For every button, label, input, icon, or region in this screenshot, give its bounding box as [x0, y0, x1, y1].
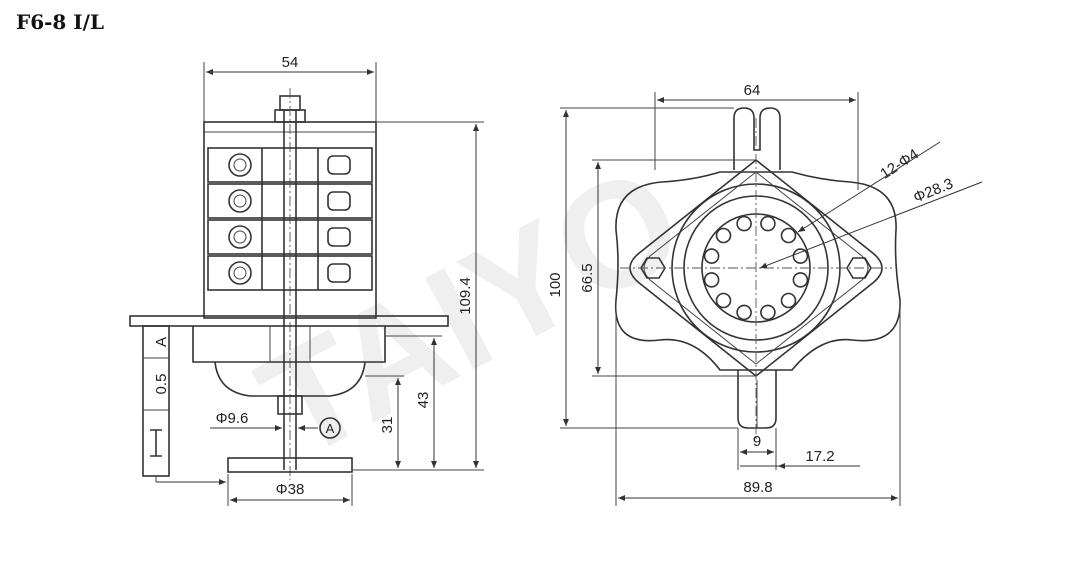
terminal-icon	[327, 155, 351, 175]
contact-hole-icon	[760, 304, 776, 321]
contact-hole-icon	[736, 215, 752, 232]
contact-hole-icon	[780, 292, 797, 309]
terminal-screw-icon	[228, 189, 252, 213]
outer-body	[614, 171, 901, 371]
contact-hole-icon	[715, 227, 732, 244]
dim-label-circle: Φ28.3	[911, 175, 956, 206]
lower-housing	[192, 326, 386, 363]
terminal-icon	[327, 263, 351, 283]
drawing-title: F6-8 I/L	[16, 10, 105, 34]
dim-label-31: 31	[379, 417, 396, 434]
contact-hole-icon	[792, 272, 809, 288]
dim-label-100: 100	[547, 272, 564, 297]
label-unit: A	[153, 337, 170, 347]
contact-hole-icon	[703, 248, 720, 264]
contact-hole-icon	[703, 272, 720, 288]
dim-label-shaft-dia: Φ9.6	[216, 410, 249, 427]
front-view: 64 12-Φ4 Φ28.3 100	[547, 82, 983, 506]
leader-holes	[797, 141, 941, 233]
dim-label-knob-dia: Φ38	[276, 481, 305, 498]
label-current: 0.5	[153, 374, 170, 395]
contact-hole-icon	[792, 248, 809, 264]
dim-label-54: 54	[282, 54, 299, 71]
dim-label-66-5: 66.5	[579, 263, 596, 292]
terminal-icon	[327, 227, 351, 247]
terminal-screw-icon	[228, 225, 252, 249]
contact-hole-icon	[736, 304, 752, 321]
dim-label-109-4: 109.4	[457, 277, 474, 315]
top-slotted-tab	[733, 107, 781, 170]
dim-label-43: 43	[415, 392, 432, 409]
dim-label-89-8: 89.8	[743, 479, 772, 496]
terminal-screw-icon	[228, 153, 252, 177]
dim-label-9: 9	[753, 433, 761, 450]
terminal-screw-icon	[228, 261, 252, 285]
leader-circle	[759, 181, 983, 269]
terminal-rows	[207, 147, 373, 291]
contact-hole-icon	[715, 292, 732, 309]
dim-label-64: 64	[744, 82, 761, 99]
contact-hole-icon	[760, 215, 776, 232]
contact-hole-icon	[780, 227, 797, 244]
dim-label-17-2: 17.2	[805, 448, 834, 465]
ground-symbol-icon	[150, 429, 162, 457]
mounting-panel	[129, 315, 449, 327]
dim-label-holes: 12-Φ4	[877, 146, 921, 183]
terminal-icon	[327, 191, 351, 211]
shaft-bushing	[277, 395, 303, 415]
contact-holes	[703, 215, 809, 321]
side-view: 54	[129, 54, 484, 506]
knob	[227, 457, 353, 473]
hex-nut-right-icon	[846, 257, 872, 279]
meter-symbol-icon	[319, 417, 341, 439]
meter-symbol-label: A	[326, 421, 335, 436]
